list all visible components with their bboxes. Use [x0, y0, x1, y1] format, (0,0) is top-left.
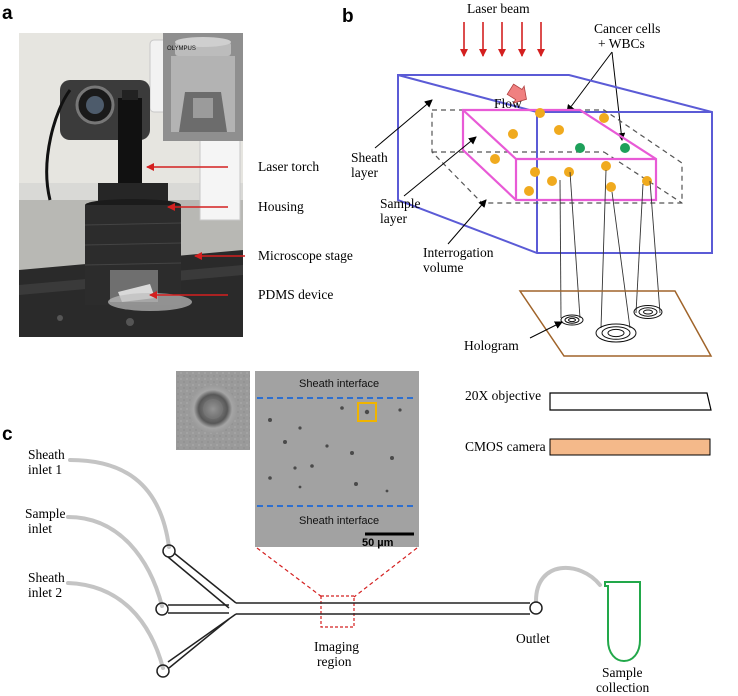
sample-layer [461, 108, 658, 202]
wbc-cell [575, 143, 585, 153]
label-sheath-interface-top: Sheath interface [299, 378, 379, 390]
hologram-projection-lines [559, 169, 661, 329]
cancer-cell [606, 182, 616, 192]
label-hologram: Hologram [464, 338, 519, 353]
label-housing: Housing [258, 199, 304, 214]
label-outlet: Outlet [516, 631, 550, 646]
arrow-wbc [611, 51, 626, 141]
arrow-sample-layer [403, 136, 477, 197]
label-interrogation: Interrogation [423, 245, 494, 260]
cancer-cell [599, 113, 609, 123]
label-sheath-inlet2-num: inlet 2 [28, 585, 62, 600]
collection-tube [604, 581, 641, 662]
cancer-cell [535, 108, 545, 118]
cancer-cell [642, 176, 652, 186]
label-laser-beam: Laser beam [467, 1, 530, 16]
label-microscope-stage: Microscope stage [258, 248, 353, 263]
label-sheath-inlet1-num: inlet 1 [28, 462, 62, 477]
hologram-fringes [560, 305, 663, 343]
microscope-brand-text: OLYMPUS [167, 46, 196, 52]
cancer-cell [490, 154, 500, 164]
flow-arrow [506, 83, 527, 104]
wbc-cell [620, 143, 630, 153]
label-pdms-device: PDMS device [258, 287, 333, 302]
interrogation-volume [431, 109, 683, 204]
cancer-cell [524, 186, 534, 196]
imaging-region-box [320, 595, 355, 628]
arrow-sheath-layer [374, 99, 433, 149]
label-sheath: Sheath [351, 150, 388, 165]
label-flow: Flow [494, 96, 522, 111]
label-sample-layer: layer [380, 211, 407, 226]
cancer-cell [547, 176, 557, 186]
label-sheath-inlet2: Sheath [28, 570, 65, 585]
camera-shape [549, 438, 711, 456]
microfluidic-channel [155, 544, 543, 678]
label-sample: Sample [380, 196, 421, 211]
cancer-cell [601, 161, 611, 171]
label-imaging: Imaging [314, 639, 359, 654]
label-objective: 20X objective [465, 388, 541, 403]
setup-photo: OLYMPUS [19, 33, 243, 337]
label-sheath-interface-bottom: Sheath interface [299, 515, 379, 527]
imaging-micrograph [255, 371, 419, 547]
zoom-line-left [256, 547, 323, 598]
label-interrogation-volume: volume [423, 260, 464, 275]
label-sheath-layer: layer [351, 165, 378, 180]
cells [490, 108, 652, 196]
laser-beam-arrows [460, 22, 545, 57]
panel-letter-a: a [2, 3, 13, 24]
label-sample-collection: Sample [602, 665, 643, 680]
panel-letter-c: c [2, 424, 13, 445]
cancer-cell [508, 129, 518, 139]
cancer-cell [564, 167, 574, 177]
label-camera: CMOS camera [465, 439, 546, 454]
zoom-line-right [353, 547, 418, 598]
label-sheath-inlet1: Sheath [28, 447, 65, 462]
label-sample-collection-2: collection [596, 680, 649, 695]
label-sample-inlet: Sample [25, 506, 66, 521]
scale-bar-label: 50 µm [362, 537, 394, 549]
arrow-hologram [529, 321, 563, 339]
label-plus-wbcs: + WBCs [598, 36, 645, 51]
arrow-interrogation-volume [447, 199, 487, 245]
cancer-cell [530, 167, 540, 177]
cancer-cell [554, 125, 564, 135]
sheath-box [397, 74, 713, 254]
objective-shape [549, 392, 712, 411]
arrow-cancer-cell [566, 51, 613, 113]
label-imaging-region: region [317, 654, 352, 669]
panel-letter-b: b [342, 6, 354, 27]
label-cancer-cells: Cancer cells [594, 21, 660, 36]
label-laser-torch: Laser torch [258, 159, 319, 174]
label-sample-inlet-2: inlet [28, 521, 52, 536]
hologram-plane [518, 290, 713, 357]
inlet-tubing [66, 458, 602, 670]
